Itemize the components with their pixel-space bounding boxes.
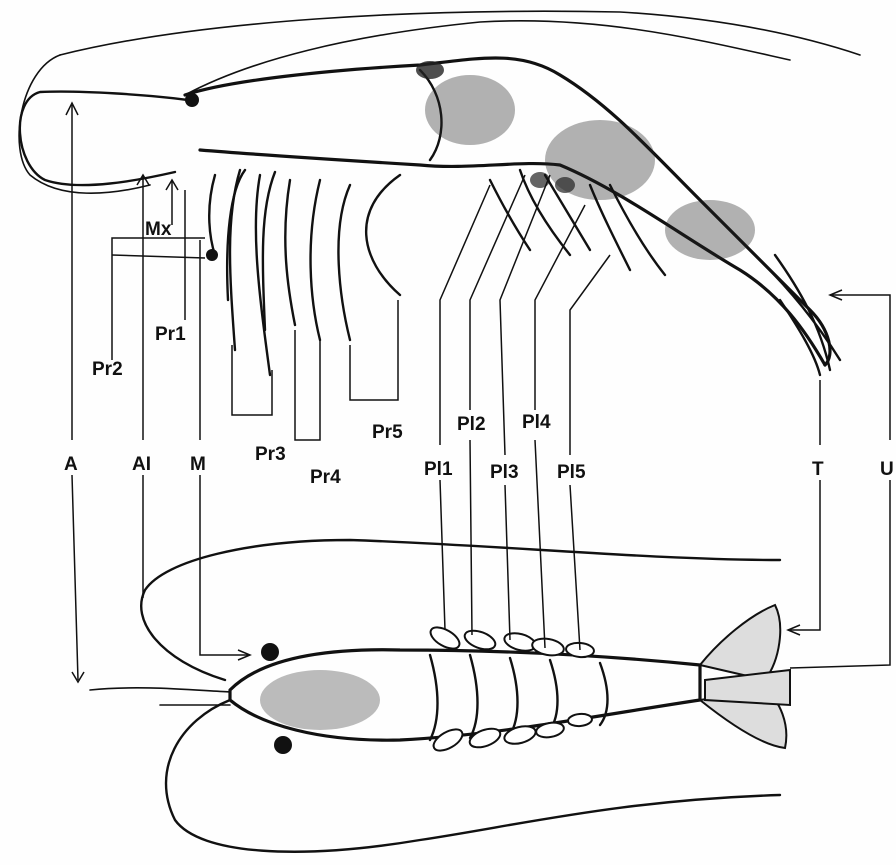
antenna-loop-lower-bottom	[166, 700, 780, 852]
tail-fan-upper	[760, 255, 840, 375]
label-Mx: Mx	[145, 219, 172, 240]
label-Pl2: Pl2	[457, 414, 486, 435]
body-underside	[200, 150, 825, 365]
label-Pr2: Pr2	[92, 359, 123, 380]
label-AI: AI	[132, 454, 151, 475]
label-M: M	[190, 454, 206, 475]
label-Pr4: Pr4	[310, 467, 341, 488]
antenna-short-lower	[90, 688, 230, 705]
dorsal-shrimp	[90, 540, 790, 852]
head-shading	[260, 670, 380, 730]
eye-lower-bottom	[274, 736, 292, 754]
label-Pr1: Pr1	[155, 324, 186, 345]
label-Pl1: Pl1	[424, 459, 453, 480]
eye-upper	[185, 93, 199, 107]
antenna-long-outer-left	[19, 55, 150, 193]
leader-lines	[66, 103, 890, 682]
dorsal-pleopods	[427, 623, 594, 755]
label-T: T	[812, 459, 824, 480]
eye-lower-top	[261, 643, 279, 661]
label-Pl5: Pl5	[557, 462, 586, 483]
label-Pl4: Pl4	[522, 412, 551, 433]
pereiopods	[209, 170, 400, 375]
antenna-loop-upper	[20, 92, 188, 186]
labels: A AI M Mx Pr1 Pr2 Pr3 Pr4 Pr5 Pl1 Pl2 Pl…	[64, 219, 894, 488]
dorsal-tail-fan	[700, 605, 790, 748]
label-Pl3: Pl3	[490, 462, 519, 483]
label-Pr3: Pr3	[255, 444, 286, 465]
label-A: A	[64, 454, 78, 475]
label-Pr5: Pr5	[372, 422, 403, 443]
antenna-loop-lower-top	[141, 540, 780, 680]
label-U: U	[880, 459, 894, 480]
